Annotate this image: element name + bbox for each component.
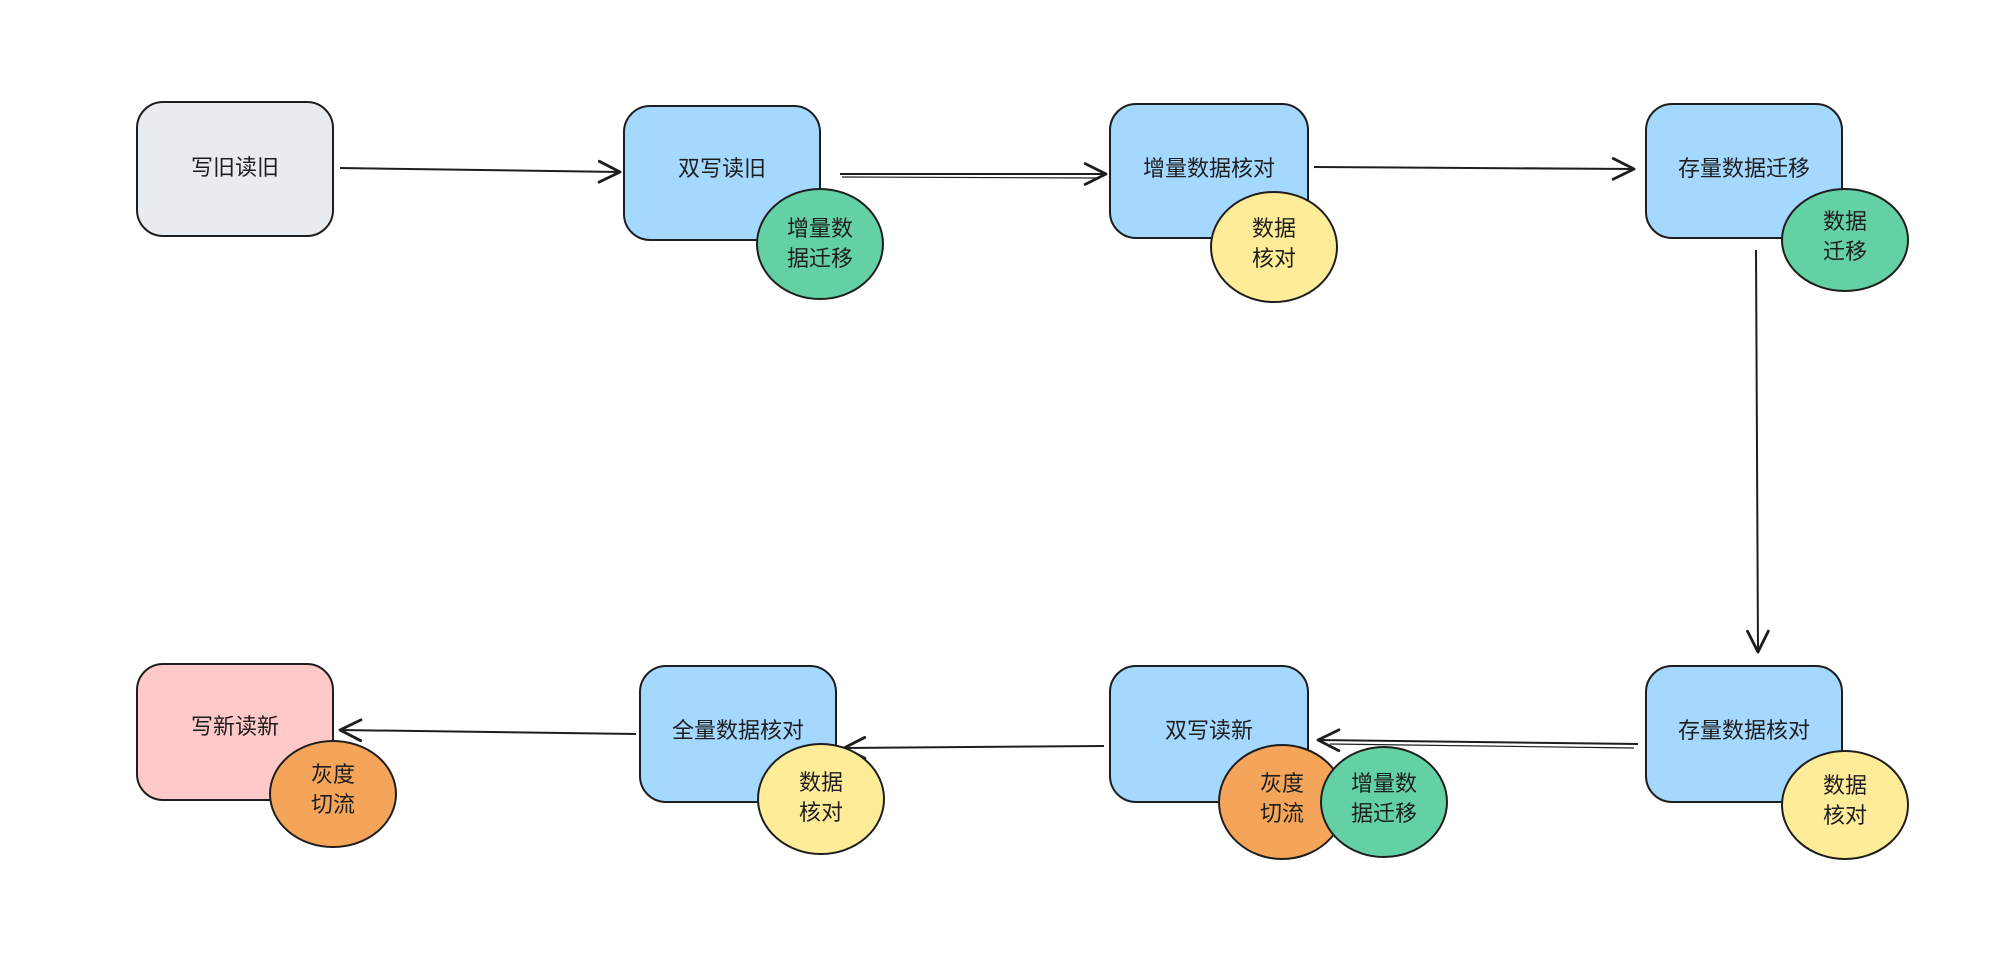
badge-line-2: 切流 <box>311 793 355 818</box>
step-label: 双写读新 <box>1165 719 1253 744</box>
arrow-1-to-2 <box>339 159 622 184</box>
badge-line-1: 灰度 <box>311 763 355 788</box>
badge-line-1: 增量数 <box>1351 772 1417 797</box>
badge-data-check <box>1781 750 1909 860</box>
step-dual-write-read-new: 双写读新 灰度 切流 增量数 据迁移 <box>1109 665 1448 860</box>
badge-incremental-migration <box>1320 746 1448 858</box>
badge-line-1: 增量数 <box>787 217 853 242</box>
badge-line-2: 核对 <box>1823 804 1867 829</box>
badge-line-1: 数据 <box>1252 217 1296 242</box>
arrow-3-to-4 <box>1313 157 1636 181</box>
step-label: 存量数据核对 <box>1678 719 1810 744</box>
badge-line-2: 切流 <box>1260 802 1304 827</box>
badge-data-check <box>757 743 885 855</box>
step-label: 全量数据核对 <box>672 719 804 744</box>
arrow-6-to-7 <box>842 736 1105 760</box>
badge-data-check <box>1210 191 1338 303</box>
badge-data-migration <box>1781 188 1909 292</box>
step-existing-data-migration: 存量数据迁移 数据 迁移 <box>1645 103 1909 292</box>
badge-line-2: 核对 <box>799 801 843 826</box>
badge-line-1: 数据 <box>799 771 843 796</box>
step-existing-data-check: 存量数据核对 数据 核对 <box>1645 665 1909 860</box>
badge-incremental-migration <box>756 188 884 300</box>
step-box <box>1645 665 1843 803</box>
step-incremental-data-check: 增量数据核对 数据 核对 <box>1109 103 1338 303</box>
arrow-5-to-6-sketch <box>1329 743 1635 749</box>
step-label: 写旧读旧 <box>191 156 279 181</box>
badge-line-1: 数据 <box>1823 774 1867 799</box>
step-box <box>136 101 334 237</box>
badge-line-1: 数据 <box>1823 210 1867 235</box>
arrow-2-to-3-sketch <box>841 176 1101 179</box>
arrows <box>338 157 1770 760</box>
step-box <box>623 105 821 241</box>
badge-gray-traffic-switch <box>269 740 397 848</box>
badge-line-2: 迁移 <box>1823 240 1867 265</box>
badge-line-1: 灰度 <box>1260 772 1304 797</box>
step-label: 存量数据迁移 <box>1678 157 1810 182</box>
step-label: 双写读旧 <box>678 157 766 182</box>
arrow-7-to-8 <box>338 718 637 743</box>
step-dual-write-read-old: 双写读旧 增量数 据迁移 <box>623 105 884 300</box>
arrow-4-to-5 <box>1746 249 1770 654</box>
step-write-old-read-old: 写旧读旧 <box>136 101 334 237</box>
step-label: 写新读新 <box>191 715 279 740</box>
arrow-5-to-6 <box>1316 728 1639 753</box>
step-box <box>1645 103 1843 239</box>
step-write-new-read-new: 写新读新 灰度 切流 <box>136 663 397 848</box>
step-label: 增量数据核对 <box>1143 157 1275 182</box>
step-full-data-check: 全量数据核对 数据 核对 <box>639 665 885 855</box>
badge-line-2: 核对 <box>1252 247 1296 272</box>
badge-line-2: 据迁移 <box>1351 802 1417 827</box>
badge-line-2: 据迁移 <box>787 247 853 272</box>
